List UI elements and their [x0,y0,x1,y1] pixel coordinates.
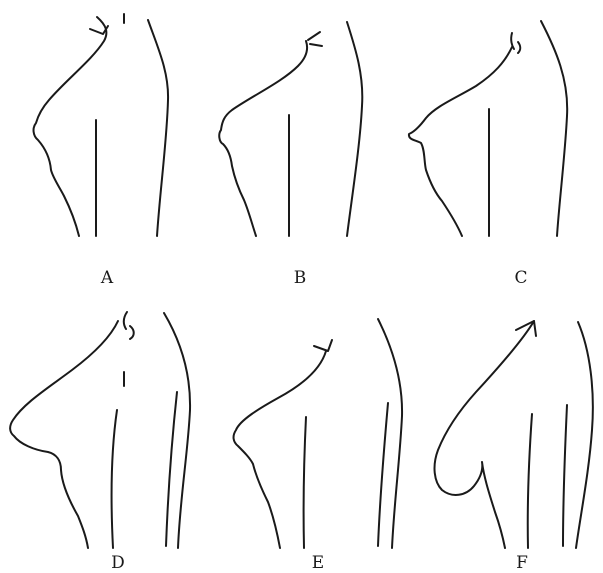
panel-c-label: C [514,268,527,288]
panel-e-back-line [378,319,402,548]
panel-b-profile-line [219,41,307,236]
panel-f-back-inner-line [563,405,567,546]
panel-d: D [10,312,190,573]
panel-b: B [219,22,362,288]
panel-f-back-line [576,322,593,548]
panel-a-label: A [100,268,114,288]
panel-e-label: E [312,553,324,573]
panel-a: A [34,14,169,288]
panel-d-shoulder-mark [124,312,134,339]
panel-c-back-line [541,21,567,236]
panel-e: E [234,319,403,573]
panel-f-arm-line [528,414,532,548]
panel-b-back-line [347,22,362,236]
panel-f-label: F [516,553,528,573]
panel-d-profile-line [10,321,118,548]
panel-e-profile-line [234,351,326,548]
panel-f: F [435,321,593,573]
panel-d-back-inner-line [166,392,177,546]
panel-b-shoulder-mark [308,32,322,46]
panel-b-label: B [294,268,307,288]
panel-d-arm-line [112,410,117,548]
panel-c: C [409,21,567,288]
panel-f-profile-line [435,321,534,548]
panel-c-shoulder-mark [511,33,520,53]
panel-e-shoulder-mark [314,340,332,351]
panel-a-back-line [148,20,168,236]
panel-c-profile-line [409,47,512,236]
panel-e-back-inner-line [378,403,388,546]
panel-e-arm-line [304,417,306,548]
panel-d-label: D [111,553,125,573]
